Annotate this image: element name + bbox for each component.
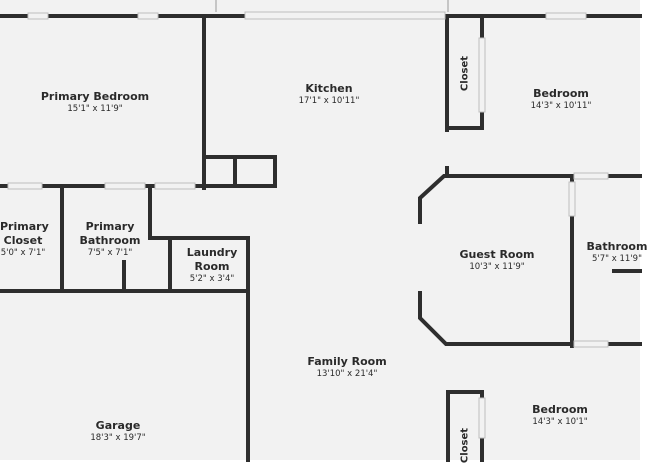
doorway-bathroom-e — [573, 340, 609, 348]
room-name-line1: Primary — [0, 220, 49, 233]
doorway-ne-closet — [478, 37, 486, 113]
window-bedroom-ne — [545, 12, 587, 20]
wall-closet-ne — [445, 110, 484, 130]
room-dimensions: 7'5" x 7'1" — [87, 247, 133, 258]
room-dimensions: 15'1" x 11'9" — [67, 103, 123, 114]
wall-laundry — [172, 236, 250, 462]
room-name: Closet — [459, 55, 471, 92]
window-kitchen — [244, 11, 446, 20]
room-name: Kitchen — [305, 82, 353, 95]
doorway-hall — [154, 182, 196, 190]
doorway-bedroom-ne — [573, 172, 609, 180]
room-name: Bedroom — [532, 403, 588, 416]
room-dimensions: 14'3" x 10'11" — [530, 100, 592, 111]
room-name: Bathroom — [586, 240, 648, 253]
room-name: Family Room — [307, 355, 387, 368]
room-dimensions: 14'3" x 10'1" — [532, 416, 588, 427]
wall-closet-se — [446, 390, 482, 462]
window-primary-bedroom-2 — [137, 12, 159, 20]
room-kitchen: Kitchen 17'1" x 10'11" — [264, 82, 394, 106]
room-name: Garage — [95, 419, 141, 432]
room-dimensions: 18'3" x 19'7" — [90, 432, 146, 443]
room-dimensions: 17'1" x 10'11" — [298, 95, 360, 106]
doorway-se-closet — [478, 397, 486, 439]
room-bedroom-se: Bedroom 14'3" x 10'1" — [508, 403, 612, 427]
room-name: Primary Bedroom — [40, 90, 150, 103]
top-marker — [215, 0, 449, 12]
room-dimensions: 5'2" x 3'4" — [189, 273, 235, 284]
wall-primary-bathroom-east — [148, 184, 176, 240]
room-name-line2: Room — [194, 259, 230, 273]
room-name-line2: Bathroom — [79, 233, 141, 247]
room-dimensions: 5'0" x 7'1" — [0, 247, 46, 258]
room-name: Bedroom — [533, 87, 589, 100]
room-dimensions: 5'7" x 11'9" — [592, 253, 642, 264]
room-name: Closet — [459, 427, 471, 464]
room-primary-closet: Primary Closet 5'0" x 7'1" — [0, 220, 49, 258]
room-dimensions: 10'3" x 11'9" — [469, 261, 525, 272]
room-name-line2: Closet — [3, 233, 43, 247]
doorway-primary-closet — [7, 182, 43, 190]
floor-plan-walls — [0, 0, 642, 462]
room-primary-bathroom: Primary Bathroom 7'5" x 7'1" — [72, 220, 148, 258]
room-closet-ne: Closet — [460, 49, 471, 99]
room-family: Family Room 13'10" x 21'4" — [287, 355, 407, 379]
wall-guest-room-south — [418, 291, 574, 346]
floor-plan: Primary Bedroom 15'1" x 11'9" Kitchen 17… — [0, 0, 647, 463]
wall-guest-room-north — [418, 174, 574, 224]
room-laundry: Laundry Room 5'2" x 3'4" — [178, 246, 246, 284]
doorway-primary-bathroom — [104, 182, 146, 190]
room-name: Guest Room — [459, 248, 535, 261]
kitchen-pantry — [202, 155, 277, 188]
room-name-line1: Primary — [85, 220, 135, 233]
room-bedroom-ne: Bedroom 14'3" x 10'11" — [506, 87, 616, 111]
room-garage: Garage 18'3" x 19'7" — [68, 419, 168, 443]
room-dimensions: 13'10" x 21'4" — [316, 368, 378, 379]
window-primary-bedroom-1 — [27, 12, 49, 20]
room-name-line1: Laundry — [186, 246, 238, 259]
room-bathroom-e: Bathroom 5'7" x 11'9" — [582, 240, 652, 264]
room-closet-se: Closet — [460, 421, 471, 471]
doorway-guest-closet — [568, 181, 576, 217]
room-guest: Guest Room 10'3" x 11'9" — [447, 248, 547, 272]
room-primary-bedroom: Primary Bedroom 15'1" x 11'9" — [20, 90, 170, 114]
